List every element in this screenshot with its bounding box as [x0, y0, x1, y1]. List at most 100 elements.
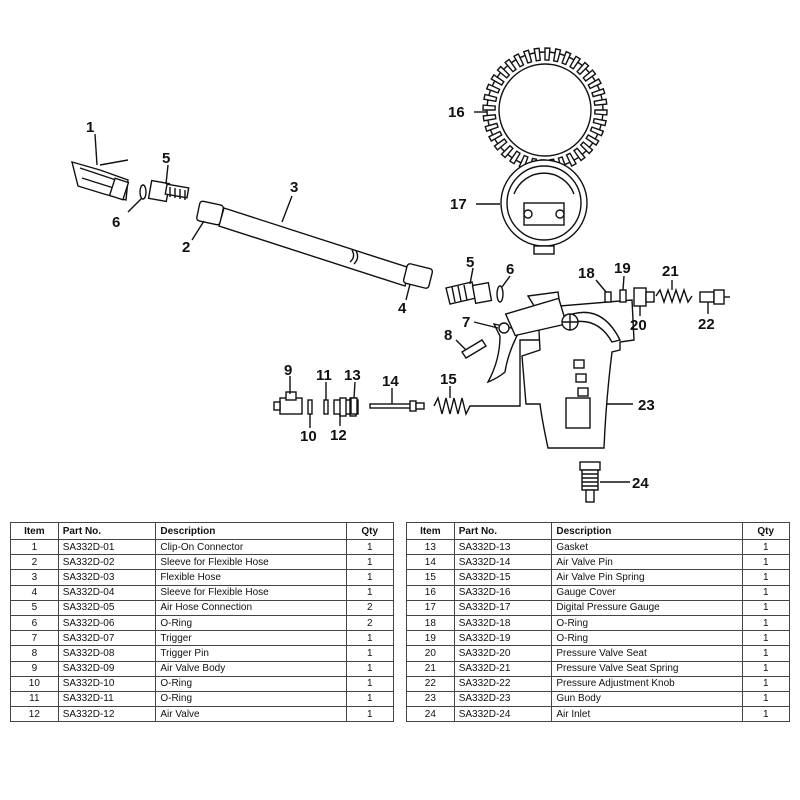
cell-item: 7	[10, 630, 59, 647]
part-flexible-hose	[218, 207, 411, 287]
cell-qty: 1	[345, 538, 394, 556]
cell-part-no: SA332D-15	[453, 569, 553, 586]
cell-qty: 1	[741, 554, 790, 571]
cell-part-no: SA332D-18	[453, 614, 553, 632]
gauge-cover-tooth	[493, 138, 508, 151]
cell-part-no: SA332D-22	[453, 675, 553, 692]
cell-item: 17	[406, 599, 455, 616]
cell-description: Gun Body	[551, 690, 743, 708]
gauge-cover-tooth	[513, 53, 525, 68]
callout-22: 22	[698, 316, 715, 333]
callout-2: 2	[182, 239, 190, 256]
cell-item: 22	[406, 675, 455, 692]
cell-description: O-Ring	[155, 675, 347, 692]
leader-4	[405, 283, 411, 301]
cell-part-no: SA332D-14	[453, 554, 553, 571]
callout-21: 21	[662, 263, 679, 280]
gauge-cover-tooth	[593, 98, 608, 106]
cell-description: O-Ring	[155, 614, 347, 632]
cell-item: 4	[10, 584, 59, 601]
leader-5a	[165, 164, 169, 185]
gauge-cover-tooth	[482, 104, 496, 111]
cell-item: 11	[10, 690, 59, 708]
leader-6b	[501, 275, 511, 288]
cell-item: 8	[10, 645, 59, 662]
callout-5a: 5	[162, 150, 170, 167]
cell-part-no: SA332D-11	[57, 690, 157, 708]
cell-description: Air Valve Body	[155, 660, 347, 677]
gauge-cover-tooth	[561, 50, 572, 66]
cell-part-no: SA332D-13	[453, 538, 553, 556]
table-header-row: Item Part No. Description Qty	[10, 522, 394, 540]
cell-description: Air Valve Pin	[551, 554, 743, 571]
cell-description: Flexible Hose	[155, 569, 347, 586]
cell-part-no: SA332D-03	[57, 569, 157, 586]
cell-item: 18	[406, 614, 455, 632]
part-trigger-pin	[461, 339, 487, 359]
gauge-cover-tooth	[594, 109, 608, 116]
gauge-cover-tooth	[485, 83, 501, 94]
callout-4: 4	[398, 300, 407, 317]
cell-qty: 1	[345, 675, 394, 692]
cell-description: Pressure Valve Seat	[551, 645, 743, 662]
cell-qty: 1	[345, 645, 394, 662]
cell-description: Sleeve for Flexible Hose	[155, 554, 347, 571]
leader-13	[353, 381, 356, 399]
part-gauge-cover	[482, 47, 608, 173]
cell-description: O-Ring	[551, 630, 743, 647]
cell-qty: 1	[345, 706, 394, 723]
cell-item: 6	[10, 614, 59, 632]
part-pressure-valve-seat	[633, 287, 655, 307]
callout-17: 17	[450, 196, 467, 213]
cell-description: Trigger	[155, 630, 347, 647]
gauge-cover-tooth	[490, 73, 505, 86]
cell-qty: 1	[345, 660, 394, 677]
callout-15: 15	[440, 371, 457, 388]
gauge-cover-tooth	[585, 134, 600, 147]
gauge-cover-tooth	[565, 152, 577, 167]
cell-qty: 1	[741, 614, 790, 632]
cell-item: 5	[10, 599, 59, 616]
part-clip-on-connector	[71, 159, 130, 201]
header-description: Description	[551, 522, 743, 540]
gauge-cover-tooth	[504, 58, 517, 73]
cell-description: Pressure Adjustment Knob	[551, 675, 743, 692]
cell-qty: 1	[741, 584, 790, 601]
part-pressure-adjustment-knob	[699, 289, 730, 305]
cell-part-no: SA332D-24	[453, 706, 553, 723]
gauge-cover-tooth	[522, 49, 533, 64]
cell-description: Pressure Valve Seat Spring	[551, 660, 743, 677]
callout-13: 13	[344, 367, 361, 384]
cell-description: Clip-On Connector	[155, 538, 347, 556]
table-header-row: Item Part No. Description Qty	[406, 522, 790, 540]
part-sleeve-4	[402, 263, 434, 289]
part-air-inlet	[579, 461, 601, 503]
cell-item: 9	[10, 660, 59, 677]
gauge-cover-tooth	[576, 61, 590, 76]
gauge-cover-tooth	[591, 87, 606, 98]
exploded-parts-diagram: 1 2 3 4 5 5 6 6 7 8 9 10 11 12 13 14 15 …	[71, 47, 730, 503]
part-gasket	[350, 397, 358, 415]
leader-18	[595, 279, 607, 293]
part-o-ring-6a	[139, 184, 147, 200]
cell-description: O-Ring	[155, 690, 347, 708]
header-item: Item	[10, 522, 59, 540]
cell-description: O-Ring	[551, 614, 743, 632]
callout-1: 1	[86, 119, 94, 136]
callout-7: 7	[462, 314, 470, 331]
part-gun-body	[504, 291, 635, 449]
cell-part-no: SA332D-21	[453, 660, 553, 677]
